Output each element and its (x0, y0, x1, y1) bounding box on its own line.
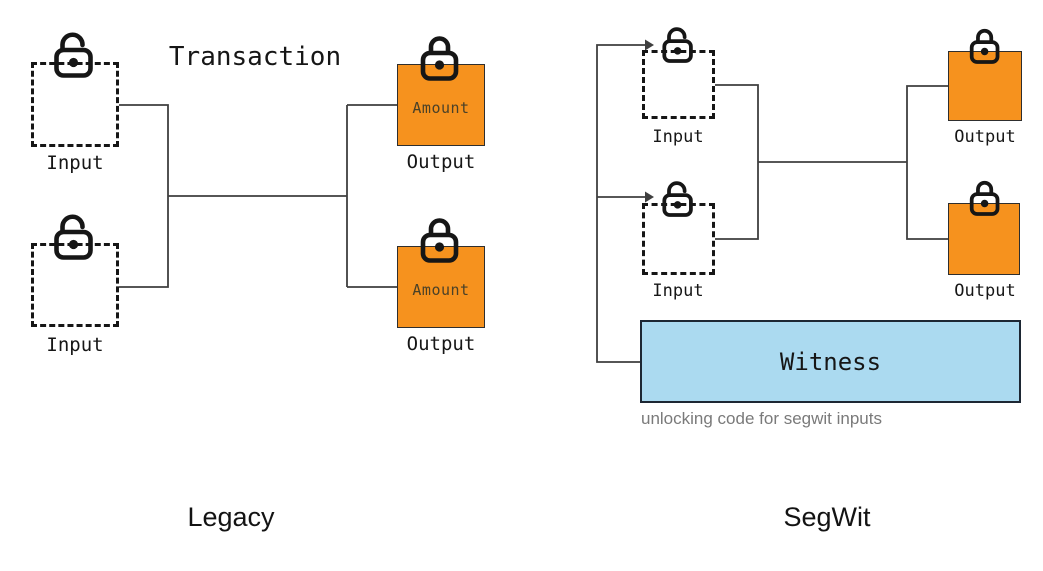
legacy-connectors (119, 104, 397, 288)
legacy-diagram-title: Transaction (168, 42, 342, 72)
legacy-output-2-label: Output (406, 333, 476, 355)
legacy-output-1-label: Output (406, 151, 476, 173)
closed-padlock-icon (969, 180, 1000, 216)
segwit-output-2-label: Output (954, 281, 1016, 301)
arrow-right-icon (645, 39, 654, 51)
segwit-output-bus (906, 85, 948, 240)
segwit-footer-label: SegWit (783, 502, 871, 532)
legacy-footer-label: Legacy (187, 502, 275, 532)
segwit-input-bus (715, 84, 759, 240)
arrow-right-icon (645, 191, 654, 203)
witness-caption: unlocking code for segwit inputs (641, 409, 882, 428)
closed-padlock-icon (420, 36, 459, 81)
open-padlock-icon (54, 32, 93, 78)
legacy-input-1-label: Input (46, 152, 104, 174)
witness-label: Witness (779, 347, 882, 376)
segwit-input-1-label: Input (652, 127, 704, 147)
segwit-witness-bus (596, 44, 646, 363)
segwit-input-2-label: Input (652, 281, 704, 301)
closed-padlock-icon (420, 218, 459, 263)
closed-padlock-icon (969, 28, 1000, 64)
segwit-output-1-label: Output (954, 127, 1016, 147)
legacy-input-2-label: Input (46, 334, 104, 356)
open-padlock-icon (662, 27, 693, 63)
open-padlock-icon (662, 181, 693, 217)
open-padlock-icon (54, 214, 93, 260)
legacy-output-1-amount: Amount (412, 99, 470, 117)
witness-box: Witness (640, 320, 1021, 403)
segwit-output-1-box (948, 51, 1022, 121)
legacy-output-2-amount: Amount (412, 281, 470, 299)
